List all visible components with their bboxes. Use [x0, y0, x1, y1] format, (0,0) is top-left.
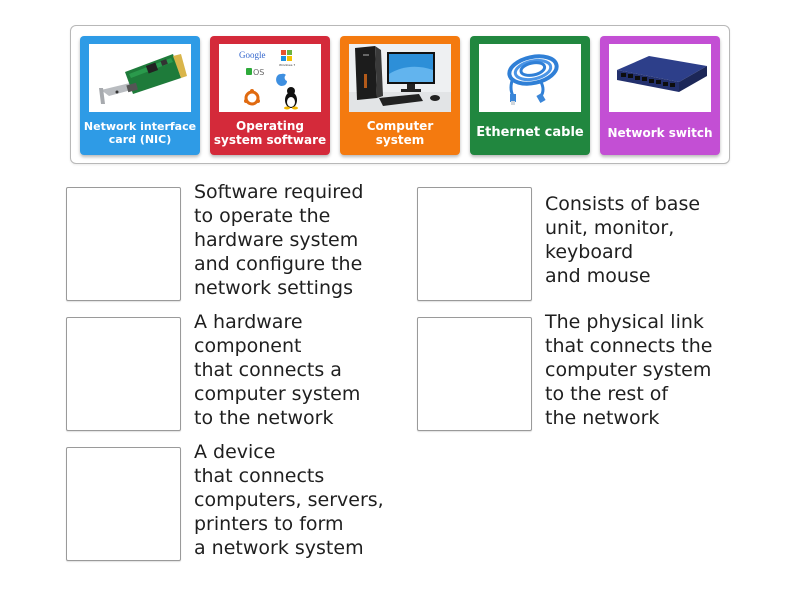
desktop-computer-image	[349, 44, 451, 112]
ethernet-cable-image	[479, 44, 581, 112]
card-label: Computer system	[366, 118, 434, 147]
target-description: The physical link that connects the comp…	[545, 311, 713, 429]
card-label: Ethernet cable	[476, 124, 584, 140]
card-network-interface-card[interactable]: Network interface card (NIC)	[80, 36, 200, 155]
card-computer-system[interactable]: Computer system	[340, 36, 460, 155]
target-description: A device that connects computers, server…	[194, 441, 384, 559]
os-logo-text: OS	[253, 68, 264, 77]
target-description: Software required to operate the hardwar…	[194, 181, 364, 299]
google-logo: Google	[239, 50, 266, 60]
card-label: Network interface card (NIC)	[83, 119, 197, 146]
card-label: Operating system software	[213, 118, 327, 147]
target-description: A hardware component that connects a com…	[194, 311, 361, 429]
drop-zone[interactable]	[66, 187, 181, 301]
operating-system-logos-image: Google Windows 7 OS	[219, 44, 321, 112]
drop-zone[interactable]	[66, 317, 181, 431]
network-interface-card-image	[89, 44, 191, 112]
card-ethernet-cable[interactable]: Ethernet cable	[470, 36, 590, 155]
windows-logo-caption: Windows 7	[279, 63, 295, 67]
drop-zone[interactable]	[417, 317, 532, 431]
card-operating-system-software[interactable]: Google Windows 7 OS Operating system sof…	[210, 36, 330, 155]
card-network-switch[interactable]: Network switch	[600, 36, 720, 155]
card-label: Network switch	[607, 125, 713, 140]
drop-zone[interactable]	[66, 447, 181, 561]
target-description: Consists of base unit, monitor, keyboard…	[545, 193, 701, 287]
network-switch-image	[609, 44, 711, 112]
drop-zone[interactable]	[417, 187, 532, 301]
